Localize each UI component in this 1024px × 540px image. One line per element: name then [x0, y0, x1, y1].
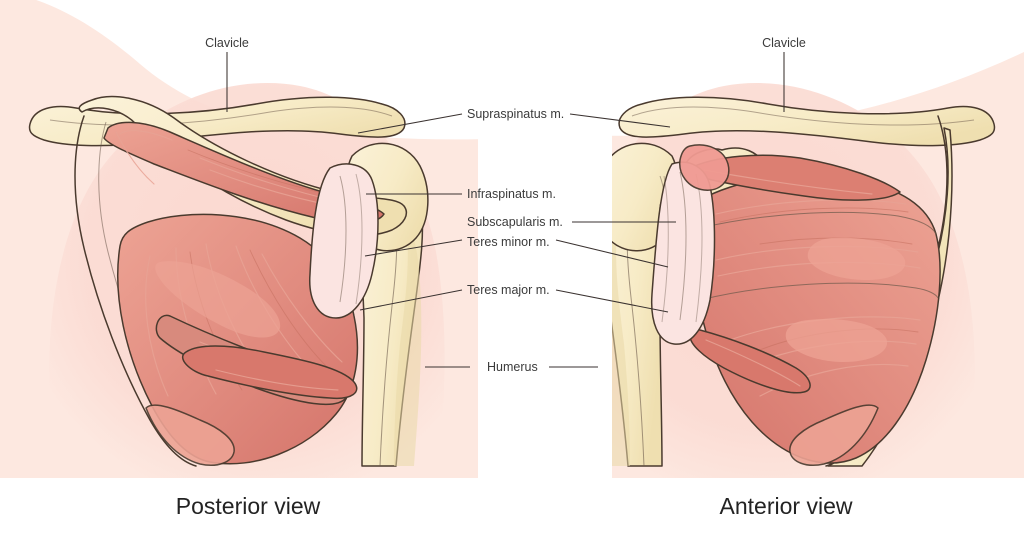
posterior-view-figure [28, 83, 445, 478]
label-clavicle-right: Clavicle [762, 36, 806, 50]
scapula-inferior-angle-posterior [145, 404, 235, 466]
supraspinatus-muscle-posterior [103, 121, 385, 224]
subscapularis-muscle-anterior [692, 175, 941, 464]
label-subscapularis: Subscapularis m. [467, 215, 563, 229]
label-clavicle-left: Clavicle [205, 36, 249, 50]
label-teres-minor: Teres minor m. [467, 235, 550, 249]
label-supraspinatus: Supraspinatus m. [467, 107, 564, 121]
leader-lines [226, 52, 785, 368]
leader-teres-major-left [359, 289, 463, 311]
joint-capsule-wedge-anterior [679, 144, 730, 191]
label-group: Clavicle Clavicle Supraspinatus m. Infra… [205, 36, 806, 374]
infraspinatus-muscle-posterior [117, 213, 359, 465]
label-humerus: Humerus [487, 360, 538, 374]
leader-teres-minor-left [364, 239, 463, 257]
caption-posterior-view: Posterior view [176, 493, 321, 519]
label-teres-major: Teres major m. [467, 283, 550, 297]
caption-anterior-view: Anterior view [720, 493, 853, 519]
rotator-cuff-tendon-posterior [309, 163, 379, 319]
anterior-view-figure [612, 83, 996, 478]
leader-teres-major-right [555, 289, 669, 313]
label-infraspinatus: Infraspinatus m. [467, 187, 556, 201]
leader-supraspinatus-left [357, 113, 463, 134]
leader-supraspinatus-right [569, 113, 671, 128]
top-white-blob-left [35, 0, 540, 140]
leader-teres-minor-right [555, 239, 669, 268]
teres-major-muscle-posterior [181, 345, 358, 400]
clavicle-bone-anterior [618, 96, 996, 147]
scapula-inferior-angle-anterior [789, 404, 879, 466]
caption-group: Posterior view Anterior view [176, 493, 853, 519]
